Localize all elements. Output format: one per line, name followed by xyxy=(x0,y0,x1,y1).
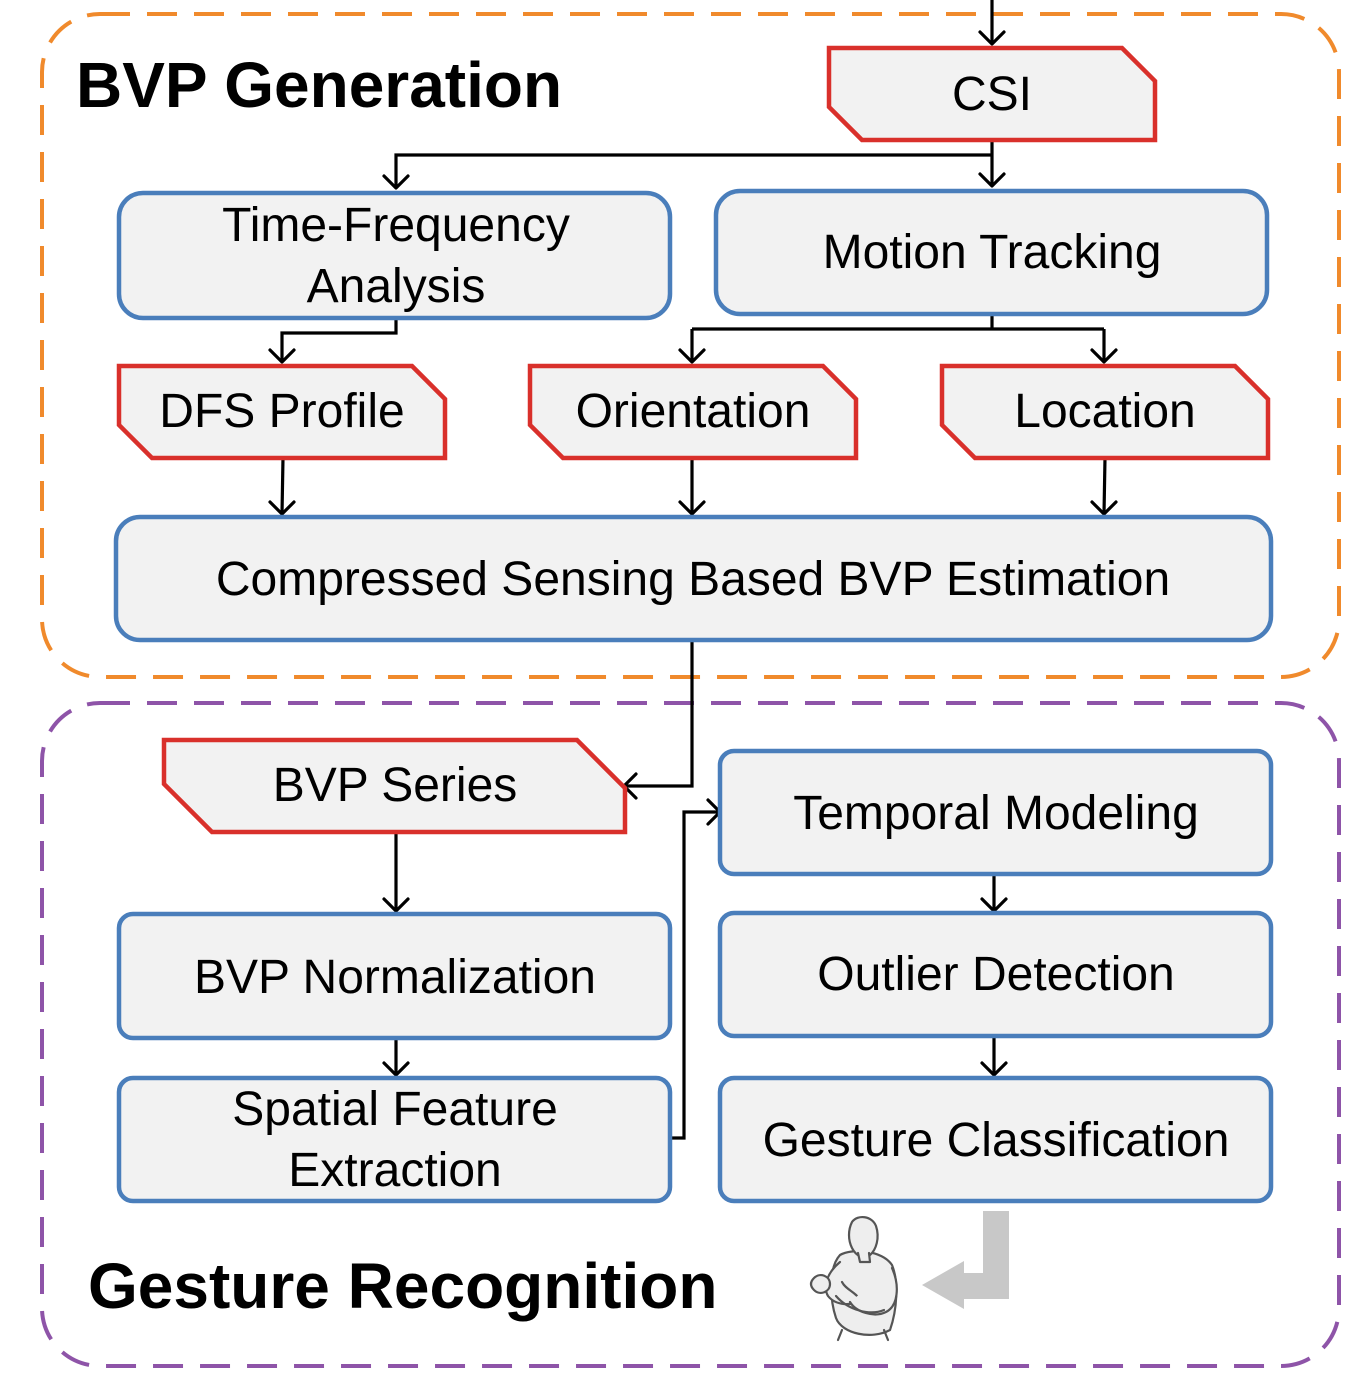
node-motion-label: Motion Tracking xyxy=(823,226,1162,279)
edge-motion-split xyxy=(690,314,1106,362)
node-spatial-label-line2: Extraction xyxy=(288,1144,501,1197)
person-gesturing-icon xyxy=(809,1216,898,1342)
node-spatial-label-line1: Spatial Feature xyxy=(232,1083,558,1136)
arrowhead xyxy=(978,172,1006,188)
node-normalization-label: BVP Normalization xyxy=(194,951,596,1004)
arrowhead xyxy=(382,1061,410,1077)
node-temporal-label: Temporal Modeling xyxy=(793,787,1199,840)
arrowhead xyxy=(382,174,410,190)
node-csi: CSI xyxy=(826,45,1158,143)
node-bvp-series-label: BVP Series xyxy=(273,759,518,812)
arrowhead xyxy=(980,1061,1008,1077)
node-outlier-detection: Outlier Detection xyxy=(717,910,1274,1039)
arrowhead xyxy=(1090,348,1118,364)
node-bvp-normalization: BVP Normalization xyxy=(116,911,673,1041)
edge-dfs-csbve xyxy=(280,457,285,515)
node-dfs-label: DFS Profile xyxy=(159,385,404,438)
node-spatial-feature-extraction: Spatial Feature Extraction xyxy=(116,1075,673,1204)
node-classification-label: Gesture Classification xyxy=(763,1114,1230,1167)
node-dfs-profile: DFS Profile xyxy=(116,363,448,461)
node-orientation: Orientation xyxy=(527,363,859,461)
gesture-recognition-title: Gesture Recognition xyxy=(88,1250,717,1322)
arrowhead xyxy=(678,348,706,364)
node-tfa-label-line2: Analysis xyxy=(307,260,486,313)
node-compressed-sensing-bvp-estimation: Compressed Sensing Based BVP Estimation xyxy=(113,514,1274,643)
node-bvp-series: BVP Series xyxy=(161,737,628,835)
node-csi-label: CSI xyxy=(952,68,1032,121)
edge-tfa-dfs xyxy=(280,318,398,362)
node-motion-tracking: Motion Tracking xyxy=(713,188,1270,317)
edge-location-csbve xyxy=(1102,457,1107,515)
edge-csbve-bvp-series xyxy=(624,640,694,788)
arrowhead xyxy=(382,897,410,913)
bvp-generation-title: BVP Generation xyxy=(76,49,562,121)
result-arrow-icon xyxy=(922,1211,1009,1309)
arrowhead xyxy=(1090,500,1118,516)
node-orientation-label: Orientation xyxy=(576,385,811,438)
node-location-label: Location xyxy=(1014,385,1195,438)
node-outlier-label: Outlier Detection xyxy=(817,948,1175,1001)
arrowhead xyxy=(268,348,296,364)
edge-csi-split xyxy=(394,140,994,188)
arrowhead xyxy=(678,500,706,516)
connectors xyxy=(268,0,1118,1140)
node-location: Location xyxy=(939,363,1271,461)
node-csbve-label: Compressed Sensing Based BVP Estimation xyxy=(216,553,1170,606)
arrowhead xyxy=(268,500,296,516)
arrowhead xyxy=(978,30,1006,46)
node-time-frequency-analysis: Time-Frequency Analysis xyxy=(116,190,673,321)
node-temporal-modeling: Temporal Modeling xyxy=(717,748,1274,877)
node-gesture-classification: Gesture Classification xyxy=(717,1075,1274,1204)
node-tfa-label-line1: Time-Frequency xyxy=(222,199,570,252)
edge-spatial-temporal xyxy=(670,810,720,1140)
